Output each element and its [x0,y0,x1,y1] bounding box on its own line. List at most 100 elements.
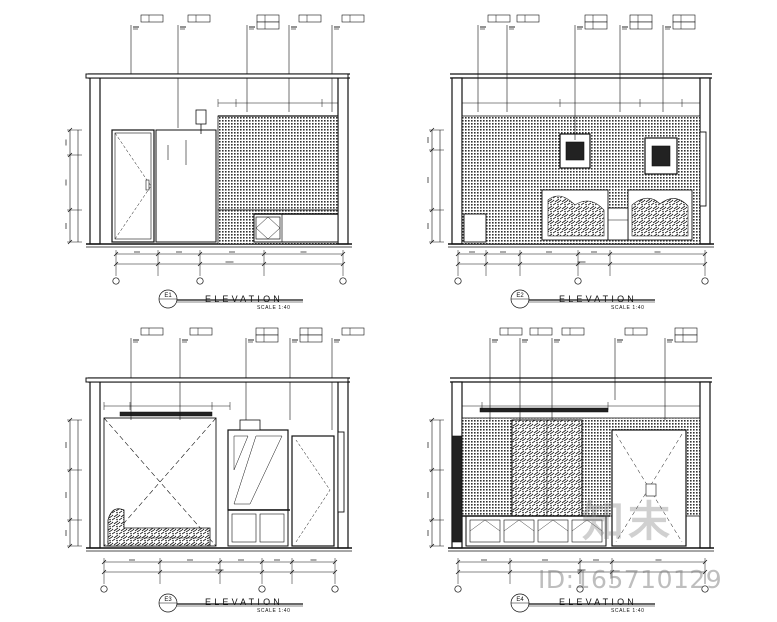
dimension-slash [607,261,613,267]
right-wall [699,381,711,549]
dimension-slash [67,152,73,158]
nightstand [607,207,629,241]
material-tag-box [624,327,648,336]
cabinet-door [231,513,257,543]
wall-lamp [239,419,261,431]
material-tag-box [672,14,696,23]
cabinet-door-mark [469,519,501,532]
material-tag-box [299,327,323,336]
cabinet-door [537,519,569,543]
elevation-e1 [65,14,365,309]
cabinet-door-mark [503,519,535,532]
mirror-reflection [233,435,283,505]
right-wall [337,77,349,245]
dimension-slash [455,569,461,575]
elevation-title-e2: ELEVATION [559,294,637,304]
dimension-slash [101,569,107,575]
elevation-tag-e1: E1 [164,293,172,299]
dimension-slash [575,261,581,267]
elevation-e2 [85,14,714,309]
dimension-slash [155,251,161,257]
dimension-slash [429,517,435,523]
axis-bubble [701,585,709,593]
elevation-scale-e3: SCALE 1:40 [257,608,291,614]
door-swing-lines [114,132,152,240]
watermark-id: ID:165710129 [538,565,723,594]
dimension-slash [455,251,461,257]
dimension-slash [609,569,615,575]
dimension-slash [507,569,513,575]
dimension-slash [261,251,267,257]
tile-wall-panel [217,115,339,211]
dimension-slash [67,417,73,423]
cabinet-door [259,513,285,543]
axis-bubble [331,585,339,593]
art-image-left [565,141,585,161]
dimension-slash [609,559,615,565]
axis-bubble [701,277,709,285]
cabinet-door-mark [571,519,603,532]
mirror [227,429,289,511]
dimension-slash [157,559,163,565]
dimension-slash [67,127,73,133]
dimension-slash [429,543,435,549]
dimension-slash [340,251,346,257]
material-tag-box [499,327,523,336]
material-tag-box [140,327,164,336]
dimension-slash [429,239,435,245]
dimension-slash [577,559,583,565]
dimension-slash [67,543,73,549]
dimension-slash [429,147,435,153]
dimension-slash [113,261,119,267]
cabinet-door [503,519,535,543]
wardrobe-label [645,483,657,497]
dimension-slash [702,261,708,267]
material-tag-box [674,334,698,343]
curtain-panel [699,131,707,207]
material-tag-box [584,14,608,23]
cabinet-door [469,519,501,543]
dimension-slash [429,417,435,423]
ceiling-slab [85,377,349,383]
dimension-slash [332,559,338,565]
dimension-slash [483,251,489,257]
headboard-cross [103,417,217,547]
curtain [451,435,463,543]
elevation-tag-e3: E3 [164,597,172,603]
door-jamb-trim [337,431,345,513]
elevation-e3 [65,327,365,613]
door-inner-frame [114,132,152,240]
dimension-slash [429,127,435,133]
dimension-slash [289,569,295,575]
dimension-slash [67,467,73,473]
dimension-slash [197,261,203,267]
material-tag-box [341,327,365,336]
door-swing-lines [295,439,331,543]
material-tag-box [561,327,585,336]
elevation-scale-e4: SCALE 1:40 [611,608,645,614]
dimension-slash [217,559,223,565]
material-tag-box [256,14,280,23]
axis-bubble [576,585,584,593]
material-tag-box [298,14,322,23]
left-wall [451,77,463,245]
material-tag-box [672,21,696,30]
door-leaf [291,435,335,547]
material-tag-box [187,14,211,23]
axis-bubble [339,277,347,285]
material-tag-box [674,327,698,336]
dimension-slash [429,467,435,473]
left-wall [89,77,101,245]
elevation-title-e1: ELEVATION [205,294,283,304]
material-tag-box [255,327,279,336]
material-tag-box [256,21,280,30]
cabinet-door-mark [255,216,281,240]
material-tag-box [516,14,540,23]
dimension-slash [113,251,119,257]
axis-bubble [574,277,582,285]
elevation-e4 [85,327,714,613]
side-cabinet [463,213,487,243]
dimension-slash [340,261,346,267]
axis-bubble [258,585,266,593]
axis-bubble [196,277,204,285]
